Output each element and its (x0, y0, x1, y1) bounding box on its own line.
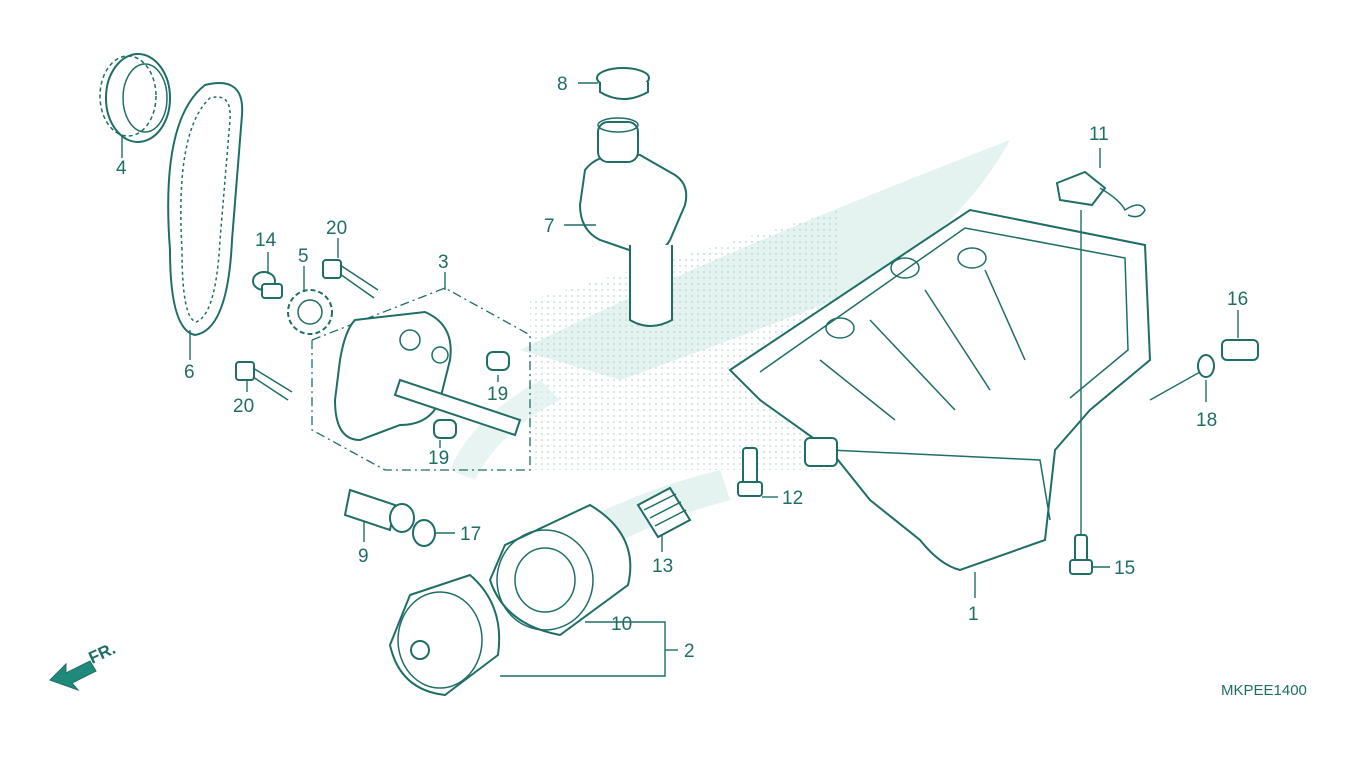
bolt-20-upper (322, 259, 379, 299)
callout-labels: 4 6 14 5 20 3 20 19 19 9 17 13 8 7 10 2 … (116, 74, 1248, 662)
bolt-15 (1069, 534, 1093, 575)
callout-18: 18 (1196, 410, 1217, 431)
callout-4: 4 (116, 158, 127, 179)
oil-pump-chain (167, 82, 244, 337)
callout-20-upper: 20 (326, 218, 347, 239)
drain-bolt-16 (1221, 339, 1259, 361)
callout-2: 2 (684, 641, 695, 662)
callout-5: 5 (298, 246, 309, 267)
callout-19-lower: 19 (428, 448, 449, 469)
driven-sprocket (287, 289, 333, 335)
callout-13: 13 (652, 556, 673, 577)
callout-6: 6 (184, 362, 195, 383)
leader-lines (121, 82, 1239, 677)
callout-16: 16 (1227, 289, 1248, 310)
flange-bolt-14 (252, 271, 283, 299)
drive-sprocket (99, 53, 171, 143)
callout-20-lower: 20 (233, 396, 254, 417)
callout-1: 1 (968, 604, 979, 625)
bolt-12 (737, 447, 763, 497)
oil-strainer-seal (596, 67, 650, 100)
callout-19-upper: 19 (487, 384, 508, 405)
front-direction-arrow: FR. (49, 639, 119, 692)
callout-11: 11 (1089, 124, 1109, 145)
o-ring-17 (412, 519, 436, 547)
callout-7: 7 (544, 216, 555, 237)
callout-14: 14 (255, 230, 277, 251)
callout-15: 15 (1114, 558, 1135, 579)
relief-valve (343, 488, 415, 533)
oil-strainer (578, 117, 688, 327)
clip-bracket (1055, 170, 1146, 218)
callout-10: 10 (611, 614, 632, 635)
oil-pump-assembly (311, 287, 531, 471)
oil-pan (728, 208, 1152, 572)
callout-17: 17 (460, 524, 481, 545)
oil-filter-boss (636, 486, 692, 539)
oil-filter-front (388, 573, 501, 697)
callout-8: 8 (557, 74, 568, 95)
diagram-code: MKPEE1400 (1221, 682, 1307, 699)
callout-3: 3 (438, 252, 449, 273)
callout-9: 9 (358, 546, 369, 567)
sealing-washer-18 (1197, 354, 1215, 378)
callout-12: 12 (782, 488, 803, 509)
oil-filter-rear (488, 503, 632, 637)
bolt-20-lower (235, 361, 293, 401)
